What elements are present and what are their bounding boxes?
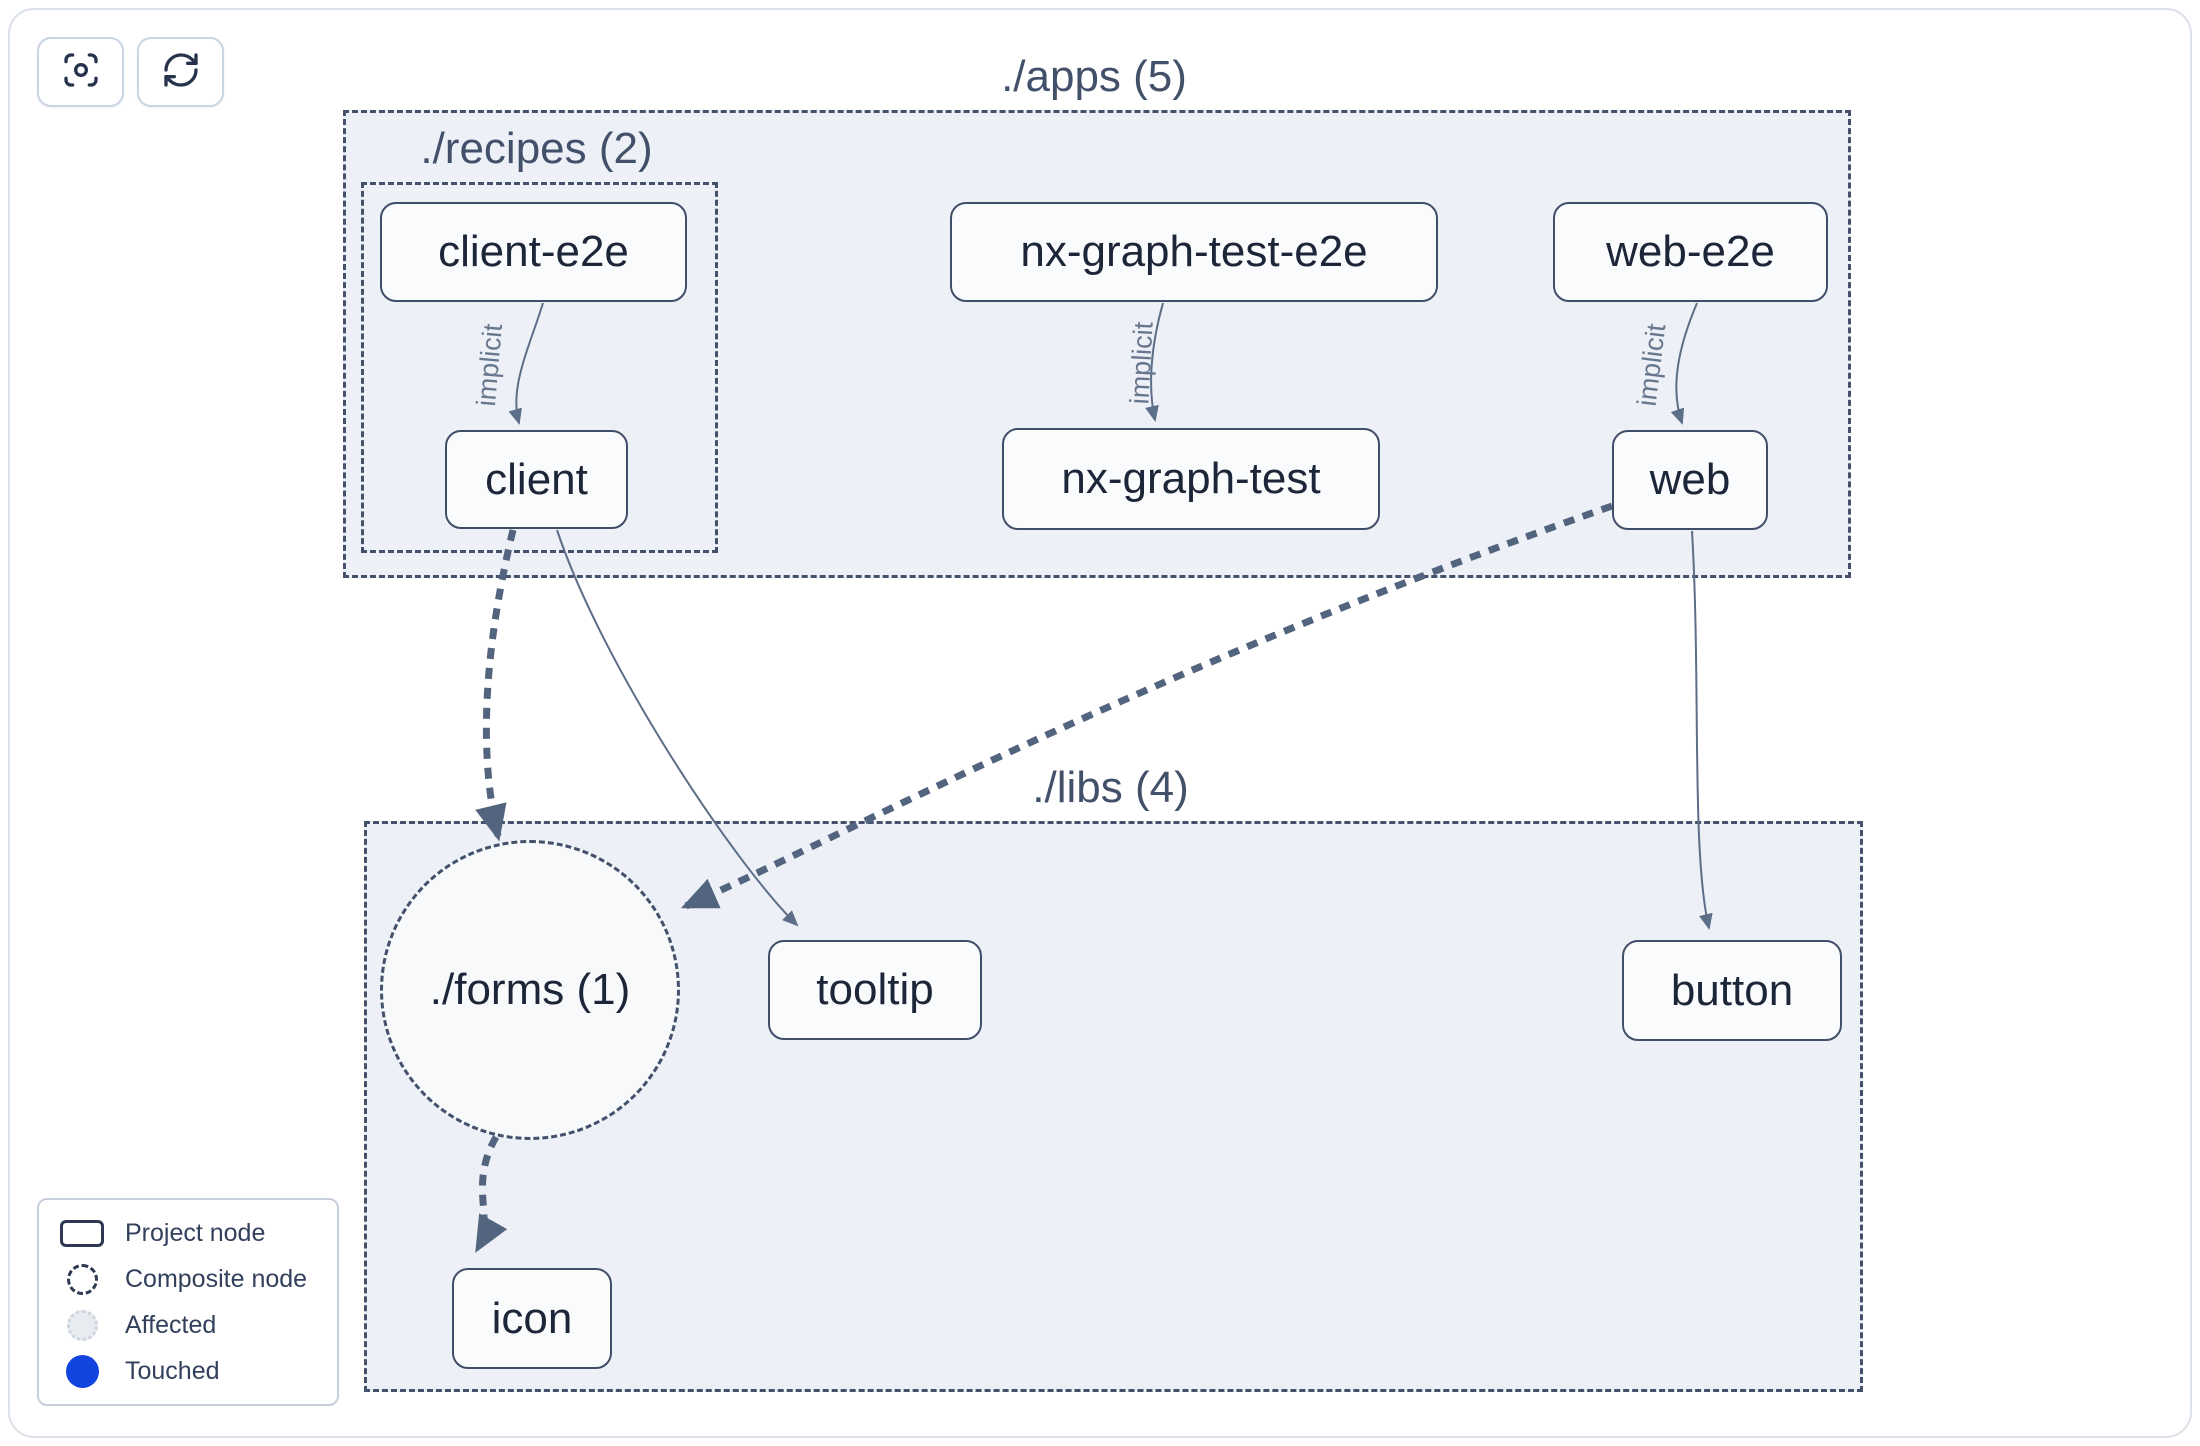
legend-item-affected: Affected bbox=[39, 1302, 337, 1348]
node-button[interactable]: button bbox=[1622, 940, 1842, 1041]
legend: Project node Composite node Affected Tou… bbox=[37, 1198, 339, 1406]
center-graph-button[interactable] bbox=[37, 37, 124, 107]
group-recipes-label: ./recipes (2) bbox=[420, 124, 653, 173]
refresh-graph-button[interactable] bbox=[137, 37, 224, 107]
node-nx-graph-test-e2e[interactable]: nx-graph-test-e2e bbox=[950, 202, 1438, 302]
project-node-swatch-icon bbox=[39, 1219, 125, 1247]
group-apps-label: ./apps (5) bbox=[1001, 52, 1187, 101]
legend-item-label: Touched bbox=[125, 1356, 220, 1385]
legend-item-label: Project node bbox=[125, 1218, 266, 1247]
touched-swatch-icon bbox=[39, 1354, 125, 1388]
node-nx-graph-test[interactable]: nx-graph-test bbox=[1002, 428, 1380, 530]
focus-icon bbox=[61, 50, 101, 95]
edge-label-implicit: implicit bbox=[1124, 320, 1159, 405]
composite-node-swatch-icon bbox=[39, 1263, 125, 1295]
composite-node-forms[interactable]: ./forms (1) bbox=[380, 840, 680, 1140]
legend-item-label: Composite node bbox=[125, 1264, 308, 1293]
node-client[interactable]: client bbox=[445, 430, 628, 529]
affected-swatch-icon bbox=[39, 1309, 125, 1341]
refresh-icon bbox=[161, 50, 201, 95]
legend-item-project-node: Project node bbox=[39, 1210, 337, 1256]
legend-item-touched: Touched bbox=[39, 1348, 337, 1394]
legend-item-composite-node: Composite node bbox=[39, 1256, 337, 1302]
legend-item-label: Affected bbox=[125, 1310, 217, 1339]
composite-node-forms-label: ./forms (1) bbox=[429, 965, 631, 1014]
node-web-e2e[interactable]: web-e2e bbox=[1553, 202, 1828, 302]
node-icon[interactable]: icon bbox=[452, 1268, 612, 1369]
node-client-e2e[interactable]: client-e2e bbox=[380, 202, 687, 302]
node-web[interactable]: web bbox=[1612, 430, 1768, 530]
group-libs-label: ./libs (4) bbox=[1032, 763, 1189, 812]
node-tooltip[interactable]: tooltip bbox=[768, 940, 982, 1040]
